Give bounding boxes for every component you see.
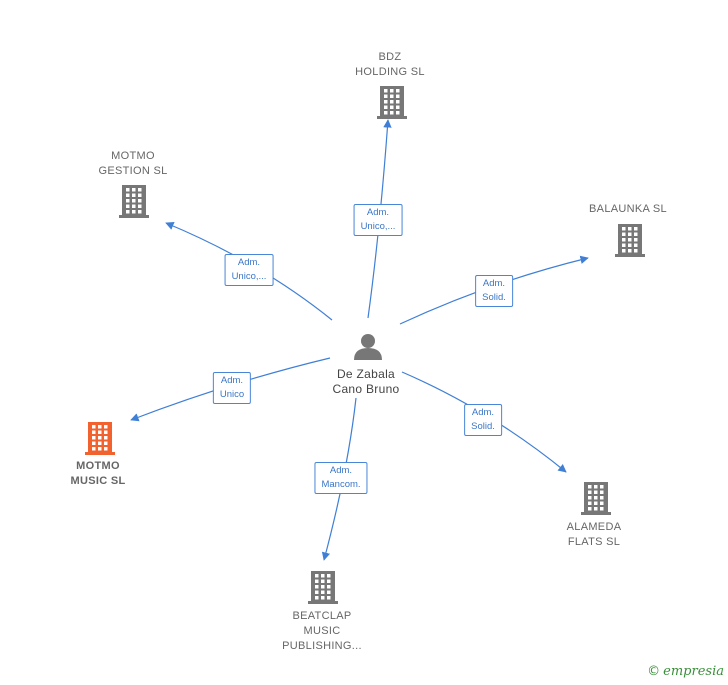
relation-label-motmo-music[interactable]: Adm. Unico xyxy=(212,372,252,404)
company-label-motmo-music[interactable]: MOTMO MUSIC SL xyxy=(70,460,126,487)
center-person-label: De Zabala Cano Bruno xyxy=(332,367,400,396)
person-icon[interactable] xyxy=(354,334,382,360)
company-label-alameda[interactable]: ALAMEDA FLATS SL xyxy=(566,521,622,548)
relation-label-beatclap[interactable]: Adm. Mancom. xyxy=(314,462,368,494)
relation-label-balaunka[interactable]: Adm. Solid. xyxy=(475,275,513,307)
building-icon[interactable] xyxy=(308,571,338,604)
building-icon[interactable] xyxy=(377,86,407,119)
relation-label-bdz[interactable]: Adm. Unico,... xyxy=(353,204,403,236)
footer-brand: ©empresia xyxy=(647,664,724,679)
relation-label-motmo-gestion[interactable]: Adm. Unico,... xyxy=(224,254,274,286)
building-icon[interactable] xyxy=(581,482,611,515)
company-label-beatclap[interactable]: BEATCLAP MUSIC PUBLISHING... xyxy=(282,610,362,652)
brand-logo: empresia xyxy=(663,664,724,679)
building-icon[interactable] xyxy=(615,224,645,257)
building-icon[interactable] xyxy=(119,185,149,218)
company-label-balaunka[interactable]: BALAUNKA SL xyxy=(589,203,667,215)
building-icon[interactable] xyxy=(85,422,115,455)
relation-label-alameda[interactable]: Adm. Solid. xyxy=(464,404,502,436)
company-label-motmo-gestion[interactable]: MOTMO GESTION SL xyxy=(98,150,168,177)
company-label-bdz[interactable]: BDZ HOLDING SL xyxy=(355,51,425,78)
copyright-icon: © xyxy=(647,664,661,679)
